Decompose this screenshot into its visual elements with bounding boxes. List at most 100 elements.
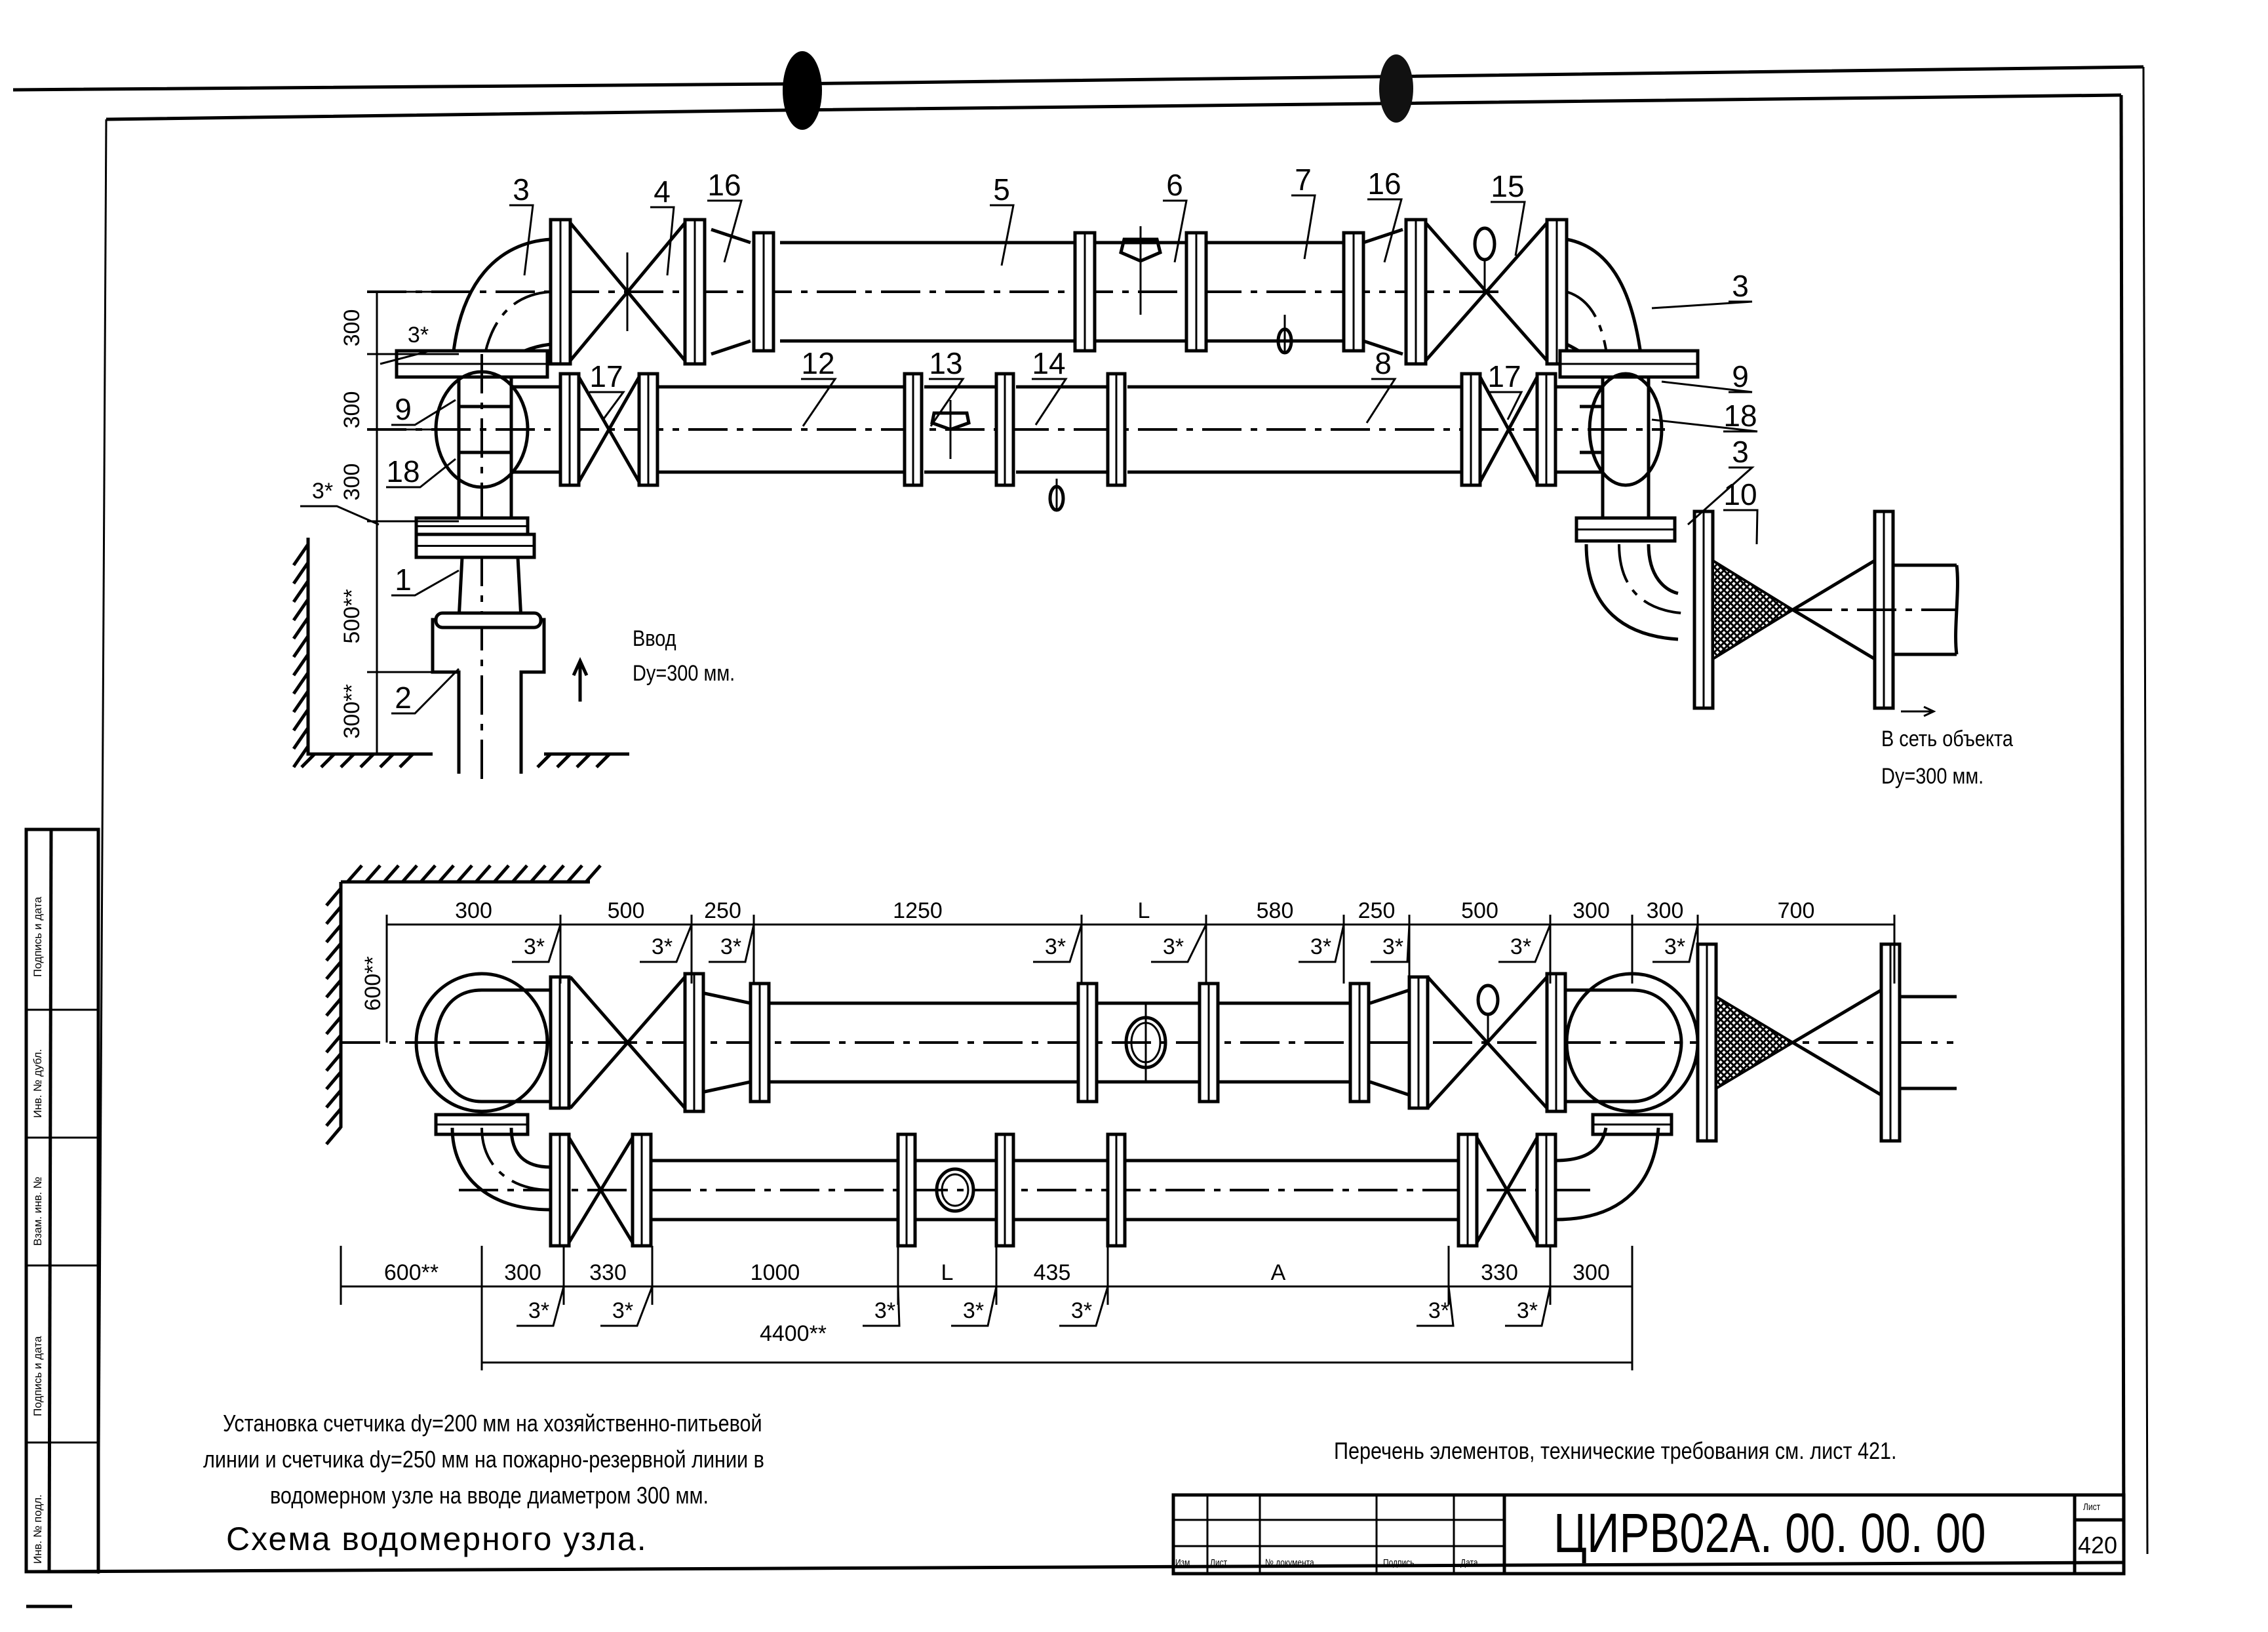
wall-hatch (325, 1089, 342, 1109)
leader-line (929, 378, 965, 427)
position-label: 9 (395, 392, 412, 426)
wall-hatch (325, 979, 342, 999)
title-block (1171, 1493, 2126, 1576)
weld-leader (1498, 924, 1552, 963)
wall-hatch (383, 864, 400, 883)
elbow (1584, 544, 1679, 641)
wall-hatch (530, 864, 547, 883)
pipe-outline (780, 241, 1075, 343)
wall-hatch (292, 671, 310, 695)
position-label: 17 (589, 359, 623, 393)
weld-leader (863, 1286, 901, 1327)
leader-line (1291, 194, 1316, 260)
position-label: 1 (395, 563, 412, 597)
pipe-outline (1125, 1159, 1458, 1222)
wall-hatch (292, 635, 310, 658)
reducer (1369, 988, 1410, 1097)
strainer-mesh (1715, 994, 1795, 1091)
dimension-value: 330 (589, 1260, 627, 1285)
leader-line (386, 458, 456, 488)
dimension-value: 500 (1461, 898, 1498, 923)
wall-hatch (292, 745, 310, 768)
dimension-value: 1250 (893, 898, 943, 923)
dimension-value: 500 (608, 898, 645, 923)
wall-hatch (566, 864, 583, 883)
weld-mark: 3* (1428, 1298, 1449, 1323)
pipe-outline (1016, 385, 1108, 474)
handwheel-icon (1473, 226, 1496, 262)
side-stamp-cell: Подпись и дата (31, 1336, 44, 1416)
wall-hatch (292, 653, 310, 677)
weld-leader (1505, 1286, 1552, 1327)
elbow-centerline (480, 1127, 551, 1191)
leader-line (1723, 509, 1759, 545)
leader-line (801, 378, 837, 427)
dimension-value: 300 (1647, 898, 1684, 923)
elbow (1647, 544, 1679, 595)
tee-body (1601, 377, 1651, 521)
wall-hatch (325, 961, 342, 980)
weld-mark: 3* (720, 934, 741, 959)
weld-mark: 3* (312, 479, 333, 504)
dimension-value: 580 (1257, 898, 1294, 923)
reducer (704, 991, 751, 1094)
gate-valve (567, 1136, 635, 1244)
side-stamp-block (24, 827, 100, 1574)
elbow-centerline (480, 290, 551, 374)
side-stamp-cell: Инв. № дубл. (31, 1048, 44, 1118)
wall-hatch (292, 561, 310, 585)
weld-mark: 3* (1517, 1298, 1538, 1323)
dimension-value: L (941, 1260, 954, 1285)
outlet-diameter: Dy=300 мм. (1881, 764, 1984, 789)
weld-leader (951, 1286, 998, 1327)
gate-valve-with-handwheel (1424, 222, 1548, 362)
inlet-label: Ввод (633, 626, 676, 651)
weld-leader (1151, 924, 1207, 963)
position-label: 16 (1367, 167, 1401, 201)
leader-line (509, 204, 534, 276)
reducer-cone (1791, 559, 1876, 661)
position-label: 3 (513, 172, 530, 207)
tb-header-sign: Подпись (1383, 1557, 1415, 1568)
weld-mark: 3* (1071, 1298, 1092, 1323)
reducer-cone (1791, 988, 1883, 1097)
drawing-title: Схема водомерного узла. (226, 1521, 648, 1557)
wall-hatch (359, 753, 375, 768)
position-label: 7 (1295, 163, 1312, 197)
wall-hatch (325, 997, 342, 1017)
pipe-outline (924, 385, 996, 474)
pipe-outline (511, 385, 560, 474)
weld-mark: 3* (1310, 934, 1331, 959)
elbow-bend (450, 1127, 551, 1212)
sheet-frame (12, 51, 2149, 1608)
wall-hatch (292, 690, 310, 713)
wall-hatch (346, 864, 363, 883)
sheet-label: Лист (2083, 1502, 2101, 1513)
dimension-value: 250 (704, 898, 741, 923)
weld-mark: 3* (1045, 934, 1066, 959)
dimension-value: 330 (1481, 1260, 1518, 1285)
wall-hatch (493, 864, 510, 883)
position-label: 16 (707, 168, 741, 202)
leader-line (1487, 391, 1523, 420)
wall-hatch (364, 864, 381, 883)
elbow-bend (414, 972, 549, 1113)
vertical-dimension: 300 (340, 309, 364, 347)
leader-line (1661, 380, 1753, 393)
dimension-value: 300 (1573, 1260, 1610, 1285)
binder-hole (1379, 54, 1413, 123)
leader-line (650, 206, 675, 276)
weld-mark: 3* (652, 934, 673, 959)
leader-line (1651, 300, 1753, 309)
wall-hatch (325, 1107, 342, 1127)
outlet-pipe (1900, 995, 1957, 1090)
water-meter-symbol (930, 411, 971, 431)
pipe-outline (1013, 1159, 1108, 1222)
dimension-value: A (1271, 1260, 1286, 1285)
weld-leader (1033, 924, 1083, 963)
weld-mark: 3* (874, 1298, 895, 1323)
gate-valve (577, 376, 641, 483)
position-label: 17 (1487, 359, 1521, 393)
position-label: 4 (654, 174, 671, 209)
